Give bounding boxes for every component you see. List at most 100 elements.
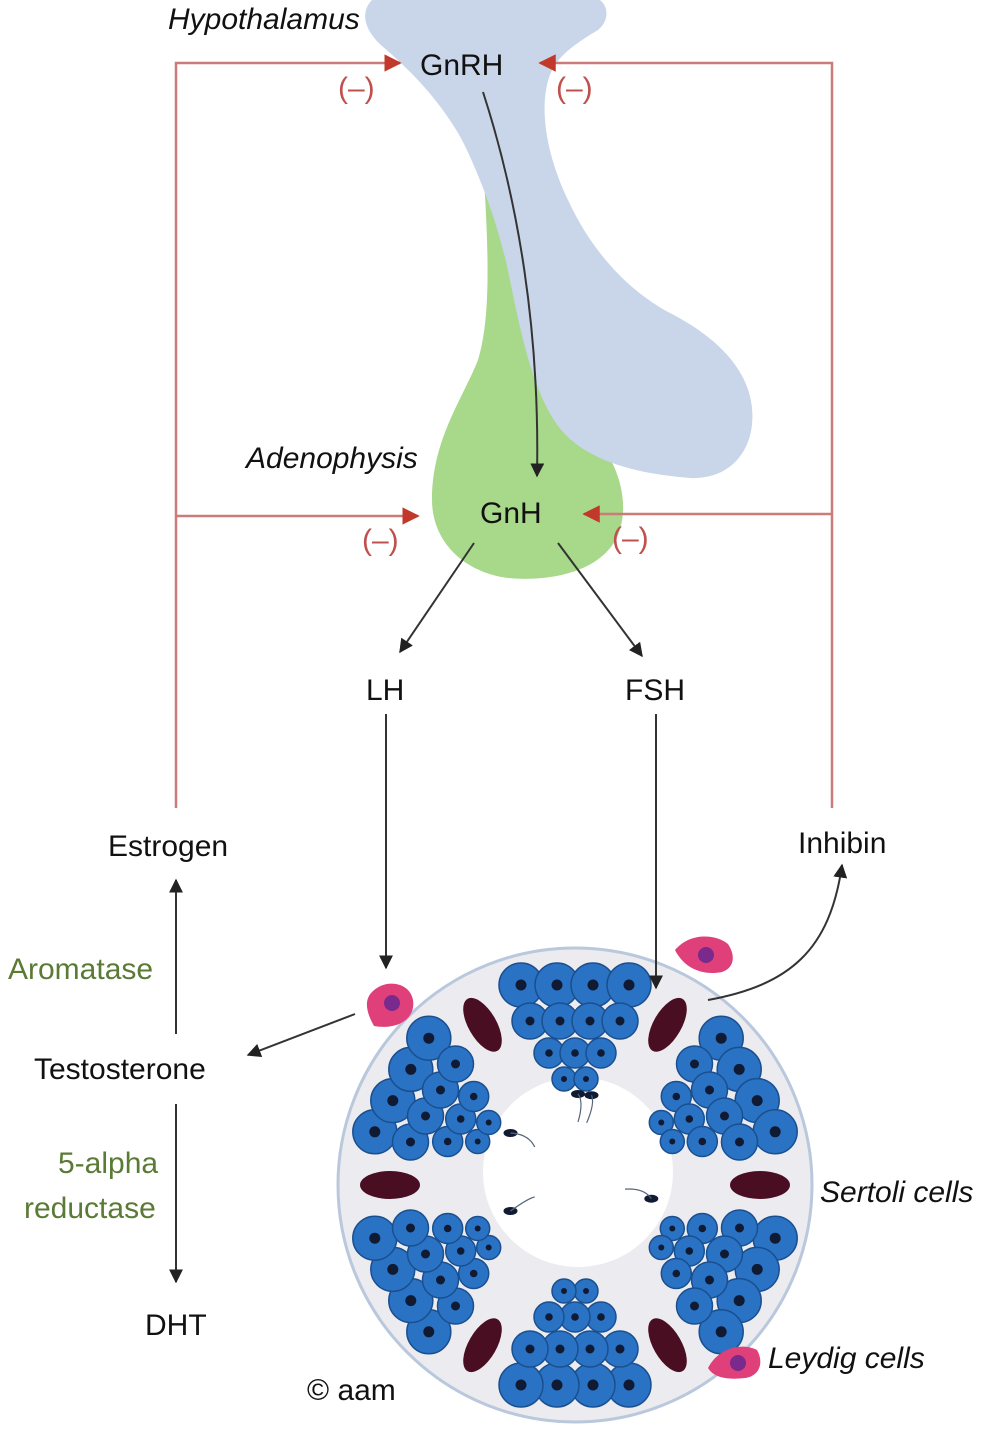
germ-cell-nucleus — [545, 1313, 553, 1321]
germ-cell-layer — [352, 962, 798, 1408]
dht-label: DHT — [145, 1309, 207, 1342]
germ-cell-nucleus — [405, 1295, 417, 1307]
five-alpha-label: 5-alpha — [58, 1147, 158, 1180]
germ-cell-nucleus — [555, 1344, 565, 1354]
testosterone-label: Testosterone — [34, 1053, 206, 1086]
germ-cell-nucleus — [406, 1223, 415, 1233]
germ-cell-nucleus — [443, 1224, 452, 1233]
germ-cell-nucleus — [485, 1119, 492, 1126]
germ-cell-nucleus — [436, 1085, 445, 1095]
germ-cell-nucleus — [698, 1137, 707, 1146]
germ-cell-nucleus — [474, 1225, 481, 1232]
sertoli-cell — [730, 1171, 790, 1199]
germ-cell-nucleus — [669, 1138, 676, 1145]
germ-cell-nucleus — [469, 1092, 478, 1101]
aromatase-label: Aromatase — [8, 953, 153, 986]
germ-cell-nucleus — [369, 1232, 381, 1244]
germ-cell-nucleus — [685, 1115, 694, 1123]
germ-cell-nucleus — [715, 1032, 727, 1044]
germ-cell-nucleus — [769, 1232, 781, 1244]
gnrh-to-gnh-arrow — [482, 91, 545, 478]
gnrh-label: GnRH — [420, 49, 503, 82]
adenophysis-label: Adenophysis — [244, 442, 418, 475]
germ-cell-nucleus — [733, 1295, 745, 1307]
germ-cell-nucleus — [474, 1138, 481, 1145]
germ-cell-nucleus — [456, 1247, 465, 1255]
spermatozoon-tail — [586, 1094, 594, 1124]
leydig-cells-label: Leydig cells — [768, 1342, 925, 1375]
germ-cell-nucleus — [615, 1016, 625, 1026]
inhibin-to-gnrh-feedback — [538, 54, 834, 808]
negative-sign-gnh-left: (–) — [362, 524, 399, 557]
germ-cell-nucleus — [672, 1269, 681, 1278]
sertoli-cell — [648, 1318, 687, 1373]
estrogen-to-gnrh-feedback — [174, 54, 402, 808]
germ-cell-nucleus — [623, 1379, 635, 1391]
germ-cell-nucleus — [615, 1344, 625, 1354]
germ-cell-nucleus — [525, 1016, 535, 1026]
germ-cell-nucleus — [685, 1247, 694, 1255]
germ-cell-nucleus — [658, 1119, 665, 1126]
germ-cell-nucleus — [555, 1016, 565, 1026]
sertoli-cell — [463, 1318, 502, 1373]
germ-cell-nucleus — [406, 1137, 415, 1147]
sertoli-cell — [360, 1171, 420, 1199]
inhibin-label: Inhibin — [798, 827, 886, 860]
leydig-cell-bottom — [708, 1346, 761, 1379]
germ-cell-nucleus — [423, 1326, 435, 1338]
stimulation-arrows — [169, 91, 848, 1284]
sertoli-to-inhibin-arrow — [707, 863, 848, 1001]
germ-cell-nucleus — [485, 1244, 492, 1251]
germ-cell-nucleus — [705, 1275, 714, 1285]
germ-cell-nucleus — [451, 1059, 460, 1069]
spermatozoa-layer — [503, 1090, 659, 1215]
spermatozoon-tail — [510, 1196, 535, 1212]
germ-cell-nucleus — [561, 1076, 567, 1082]
germ-cell-nucleus — [735, 1137, 744, 1147]
germ-cell-nucleus — [551, 1379, 563, 1391]
germ-cell-nucleus — [705, 1085, 714, 1095]
germ-cell-nucleus — [597, 1313, 605, 1321]
lh-label: LH — [366, 674, 404, 707]
germ-cell-nucleus — [751, 1263, 763, 1275]
germ-cell-nucleus — [672, 1092, 681, 1101]
germ-cell-nucleus — [423, 1032, 435, 1044]
spermatozoon-tail — [510, 1132, 536, 1148]
sertoli-cell — [648, 997, 687, 1052]
germ-cell-nucleus — [587, 979, 599, 991]
gnh-label: GnH — [480, 497, 542, 530]
germ-cell-nucleus — [525, 1344, 535, 1354]
germ-cell-nucleus — [515, 979, 527, 991]
feedback-lines — [174, 54, 834, 808]
germ-cell-nucleus — [436, 1275, 445, 1285]
germ-cell-nucleus — [690, 1301, 699, 1311]
germ-cell-nucleus — [751, 1095, 763, 1107]
germ-cell-nucleus — [769, 1126, 781, 1138]
germ-cell-nucleus — [585, 1016, 595, 1026]
germ-cell-nucleus — [451, 1301, 460, 1311]
seminiferous-tubule — [336, 946, 814, 1424]
germ-cell-nucleus — [551, 979, 563, 991]
germ-cell-nucleus — [698, 1224, 707, 1233]
copyright-label: © aam — [307, 1374, 396, 1407]
germ-cell-nucleus — [545, 1049, 553, 1057]
germ-cell-nucleus — [571, 1049, 579, 1057]
sertoli-cell — [463, 997, 502, 1052]
germ-cell-nucleus — [515, 1379, 527, 1391]
germ-cell-nucleus — [585, 1344, 595, 1354]
germ-cell-nucleus — [597, 1049, 605, 1057]
hypothalamus-shape — [365, 0, 753, 479]
reductase-label: reductase — [24, 1192, 156, 1225]
negative-sign-gnrh-left: (–) — [338, 72, 375, 105]
germ-cell-nucleus — [733, 1063, 745, 1075]
germ-cell-nucleus — [583, 1076, 589, 1082]
germ-cell-nucleus — [405, 1063, 417, 1075]
germ-cell-nucleus — [469, 1269, 478, 1278]
germ-cell-nucleus — [735, 1223, 744, 1233]
germ-cell-nucleus — [561, 1288, 567, 1294]
germ-cell-nucleus — [715, 1326, 727, 1338]
fsh-label: FSH — [625, 674, 685, 707]
germ-cell-nucleus — [658, 1244, 665, 1251]
